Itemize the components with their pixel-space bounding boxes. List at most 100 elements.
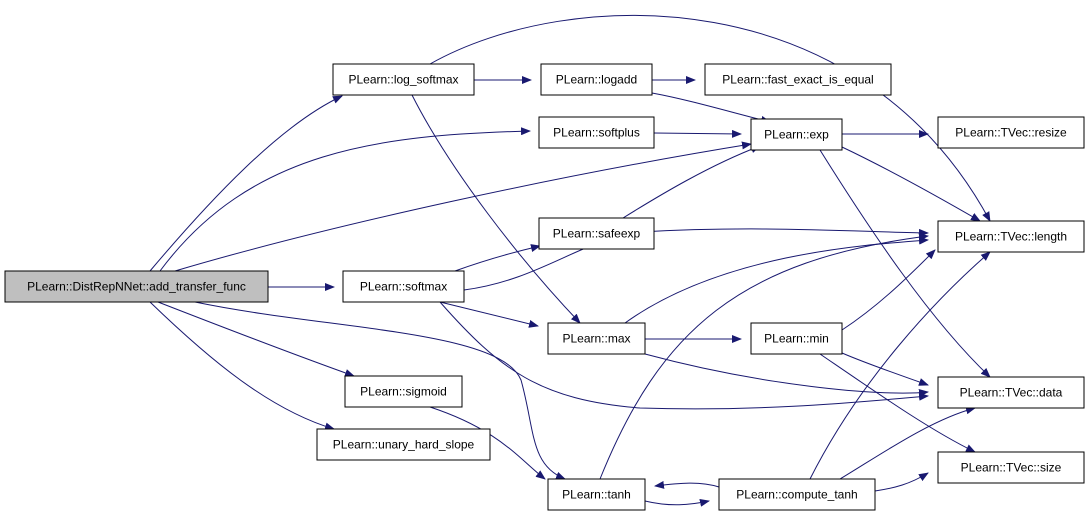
- node-softmax[interactable]: PLearn::softmax: [342, 270, 465, 303]
- edge-add_transfer_func-to-tanh: [194, 301, 566, 480]
- node-box: [937, 116, 1085, 149]
- edge-softplus-to-exp: [653, 129, 742, 138]
- node-box: [344, 375, 463, 408]
- node-label: PLearn::max: [562, 332, 630, 346]
- node-compute-tanh[interactable]: PLearn::compute_tanh: [718, 478, 876, 511]
- edge-line: [841, 352, 929, 386]
- edge-line: [841, 146, 981, 222]
- node-box: [342, 270, 465, 303]
- edge-compute_tanh-to-length: [809, 251, 991, 480]
- node-box: [547, 478, 646, 511]
- edge-line: [644, 353, 929, 397]
- edge-line: [439, 301, 929, 410]
- node-box: [937, 220, 1085, 253]
- edge-add_transfer_func-to-softplus: [159, 127, 531, 272]
- node-label: PLearn::unary_hard_slope: [333, 438, 475, 452]
- node-box: [937, 451, 1085, 484]
- edge-add_transfer_func-to-sigmoid: [157, 301, 355, 377]
- edge-line: [644, 498, 710, 507]
- edge-tanh-to-compute_tanh: [644, 498, 710, 507]
- edge-line: [194, 301, 566, 480]
- edge-add_transfer_func-to-unary_hard_slope: [149, 301, 335, 431]
- edge-safeexp-to-exp: [622, 145, 761, 219]
- node-unary-hard-slope[interactable]: PLearn::unary_hard_slope: [316, 428, 491, 461]
- node-label: PLearn::sigmoid: [360, 385, 447, 399]
- edge-compute_tanh-to-size: [874, 472, 929, 492]
- edge-line: [819, 149, 991, 378]
- edge-line: [439, 301, 539, 328]
- node-label: PLearn::exp: [764, 128, 829, 142]
- node-label: PLearn::DistRepNNet::add_transfer_func: [27, 280, 246, 294]
- edge-min-to-length: [841, 249, 936, 331]
- node-add-transfer-func[interactable]: PLearn::DistRepNNet::add_transfer_func: [4, 270, 269, 303]
- node-label: PLearn::compute_tanh: [736, 488, 857, 502]
- edge-line: [653, 129, 742, 138]
- edge-log_softmax-to-length: [429, 14, 991, 222]
- edge-line: [429, 406, 546, 480]
- node-box: [547, 322, 646, 355]
- node-tanh[interactable]: PLearn::tanh: [547, 478, 646, 511]
- edge-line: [429, 14, 991, 222]
- node-label: PLearn::softplus: [553, 126, 640, 140]
- node-resize[interactable]: PLearn::TVec::resize: [937, 116, 1085, 149]
- node-label: PLearn::tanh: [562, 488, 631, 502]
- edge-max-to-data: [644, 353, 929, 397]
- edge-line: [839, 406, 976, 480]
- node-safeexp[interactable]: PLearn::safeexp: [538, 217, 655, 250]
- edge-exp-to-data: [819, 149, 991, 378]
- edge-softmax-to-length: [463, 228, 929, 291]
- edge-max-to-length: [624, 236, 929, 324]
- edge-add_transfer_func-to-exp: [174, 141, 752, 272]
- node-box: [718, 478, 876, 511]
- edge-min-to-data: [841, 352, 929, 386]
- node-exp[interactable]: PLearn::exp: [750, 118, 843, 151]
- node-label: PLearn::log_softmax: [348, 73, 458, 87]
- node-data[interactable]: PLearn::TVec::data: [937, 376, 1085, 409]
- node-box: [750, 322, 843, 355]
- edge-add_transfer_func-to-log_softmax: [149, 95, 343, 272]
- edge-softmax-to-data: [439, 301, 929, 410]
- edge-exp-to-length: [841, 146, 981, 222]
- edge-tanh-to-length: [599, 233, 929, 480]
- node-fast-exact-is-equal[interactable]: PLearn::fast_exact_is_equal: [704, 63, 892, 96]
- node-label: PLearn::TVec::size: [961, 461, 1062, 475]
- node-log-softmax[interactable]: PLearn::log_softmax: [332, 63, 475, 96]
- node-box: [540, 63, 653, 96]
- node-min[interactable]: PLearn::min: [750, 322, 843, 355]
- edge-line: [599, 233, 929, 480]
- node-box: [937, 376, 1085, 409]
- edge-softmax-to-safeexp: [454, 244, 541, 272]
- edge-line: [874, 472, 929, 492]
- node-logadd[interactable]: PLearn::logadd: [540, 63, 653, 96]
- node-label: PLearn::logadd: [556, 73, 637, 87]
- edge-line: [454, 244, 541, 272]
- edge-line: [149, 95, 343, 272]
- edge-softmax-to-max: [439, 301, 539, 328]
- edge-line: [841, 249, 936, 331]
- node-size[interactable]: PLearn::TVec::size: [937, 451, 1085, 484]
- edge-line: [159, 127, 531, 272]
- edge-compute_tanh-to-data: [839, 406, 976, 480]
- edge-compute_tanh-to-tanh: [654, 480, 720, 489]
- edge-line: [149, 301, 335, 431]
- node-sigmoid[interactable]: PLearn::sigmoid: [344, 375, 463, 408]
- node-max[interactable]: PLearn::max: [547, 322, 646, 355]
- node-label: PLearn::TVec::resize: [955, 126, 1067, 140]
- node-box: [332, 63, 475, 96]
- node-length[interactable]: PLearn::TVec::length: [937, 220, 1085, 253]
- edge-line: [622, 145, 761, 219]
- edge-line: [411, 94, 581, 324]
- node-box: [704, 63, 892, 96]
- edge-logadd-to-exp: [651, 92, 771, 124]
- edges-layer: [149, 14, 991, 507]
- node-softplus[interactable]: PLearn::softplus: [538, 116, 655, 149]
- edge-line: [819, 353, 976, 453]
- node-label: PLearn::min: [764, 332, 829, 346]
- node-box: [4, 270, 269, 303]
- edge-sigmoid-to-tanh: [429, 406, 546, 480]
- edge-line: [651, 92, 771, 124]
- node-label: PLearn::TVec::data: [960, 386, 1063, 400]
- edge-min-to-size: [819, 353, 976, 453]
- node-box: [538, 217, 655, 250]
